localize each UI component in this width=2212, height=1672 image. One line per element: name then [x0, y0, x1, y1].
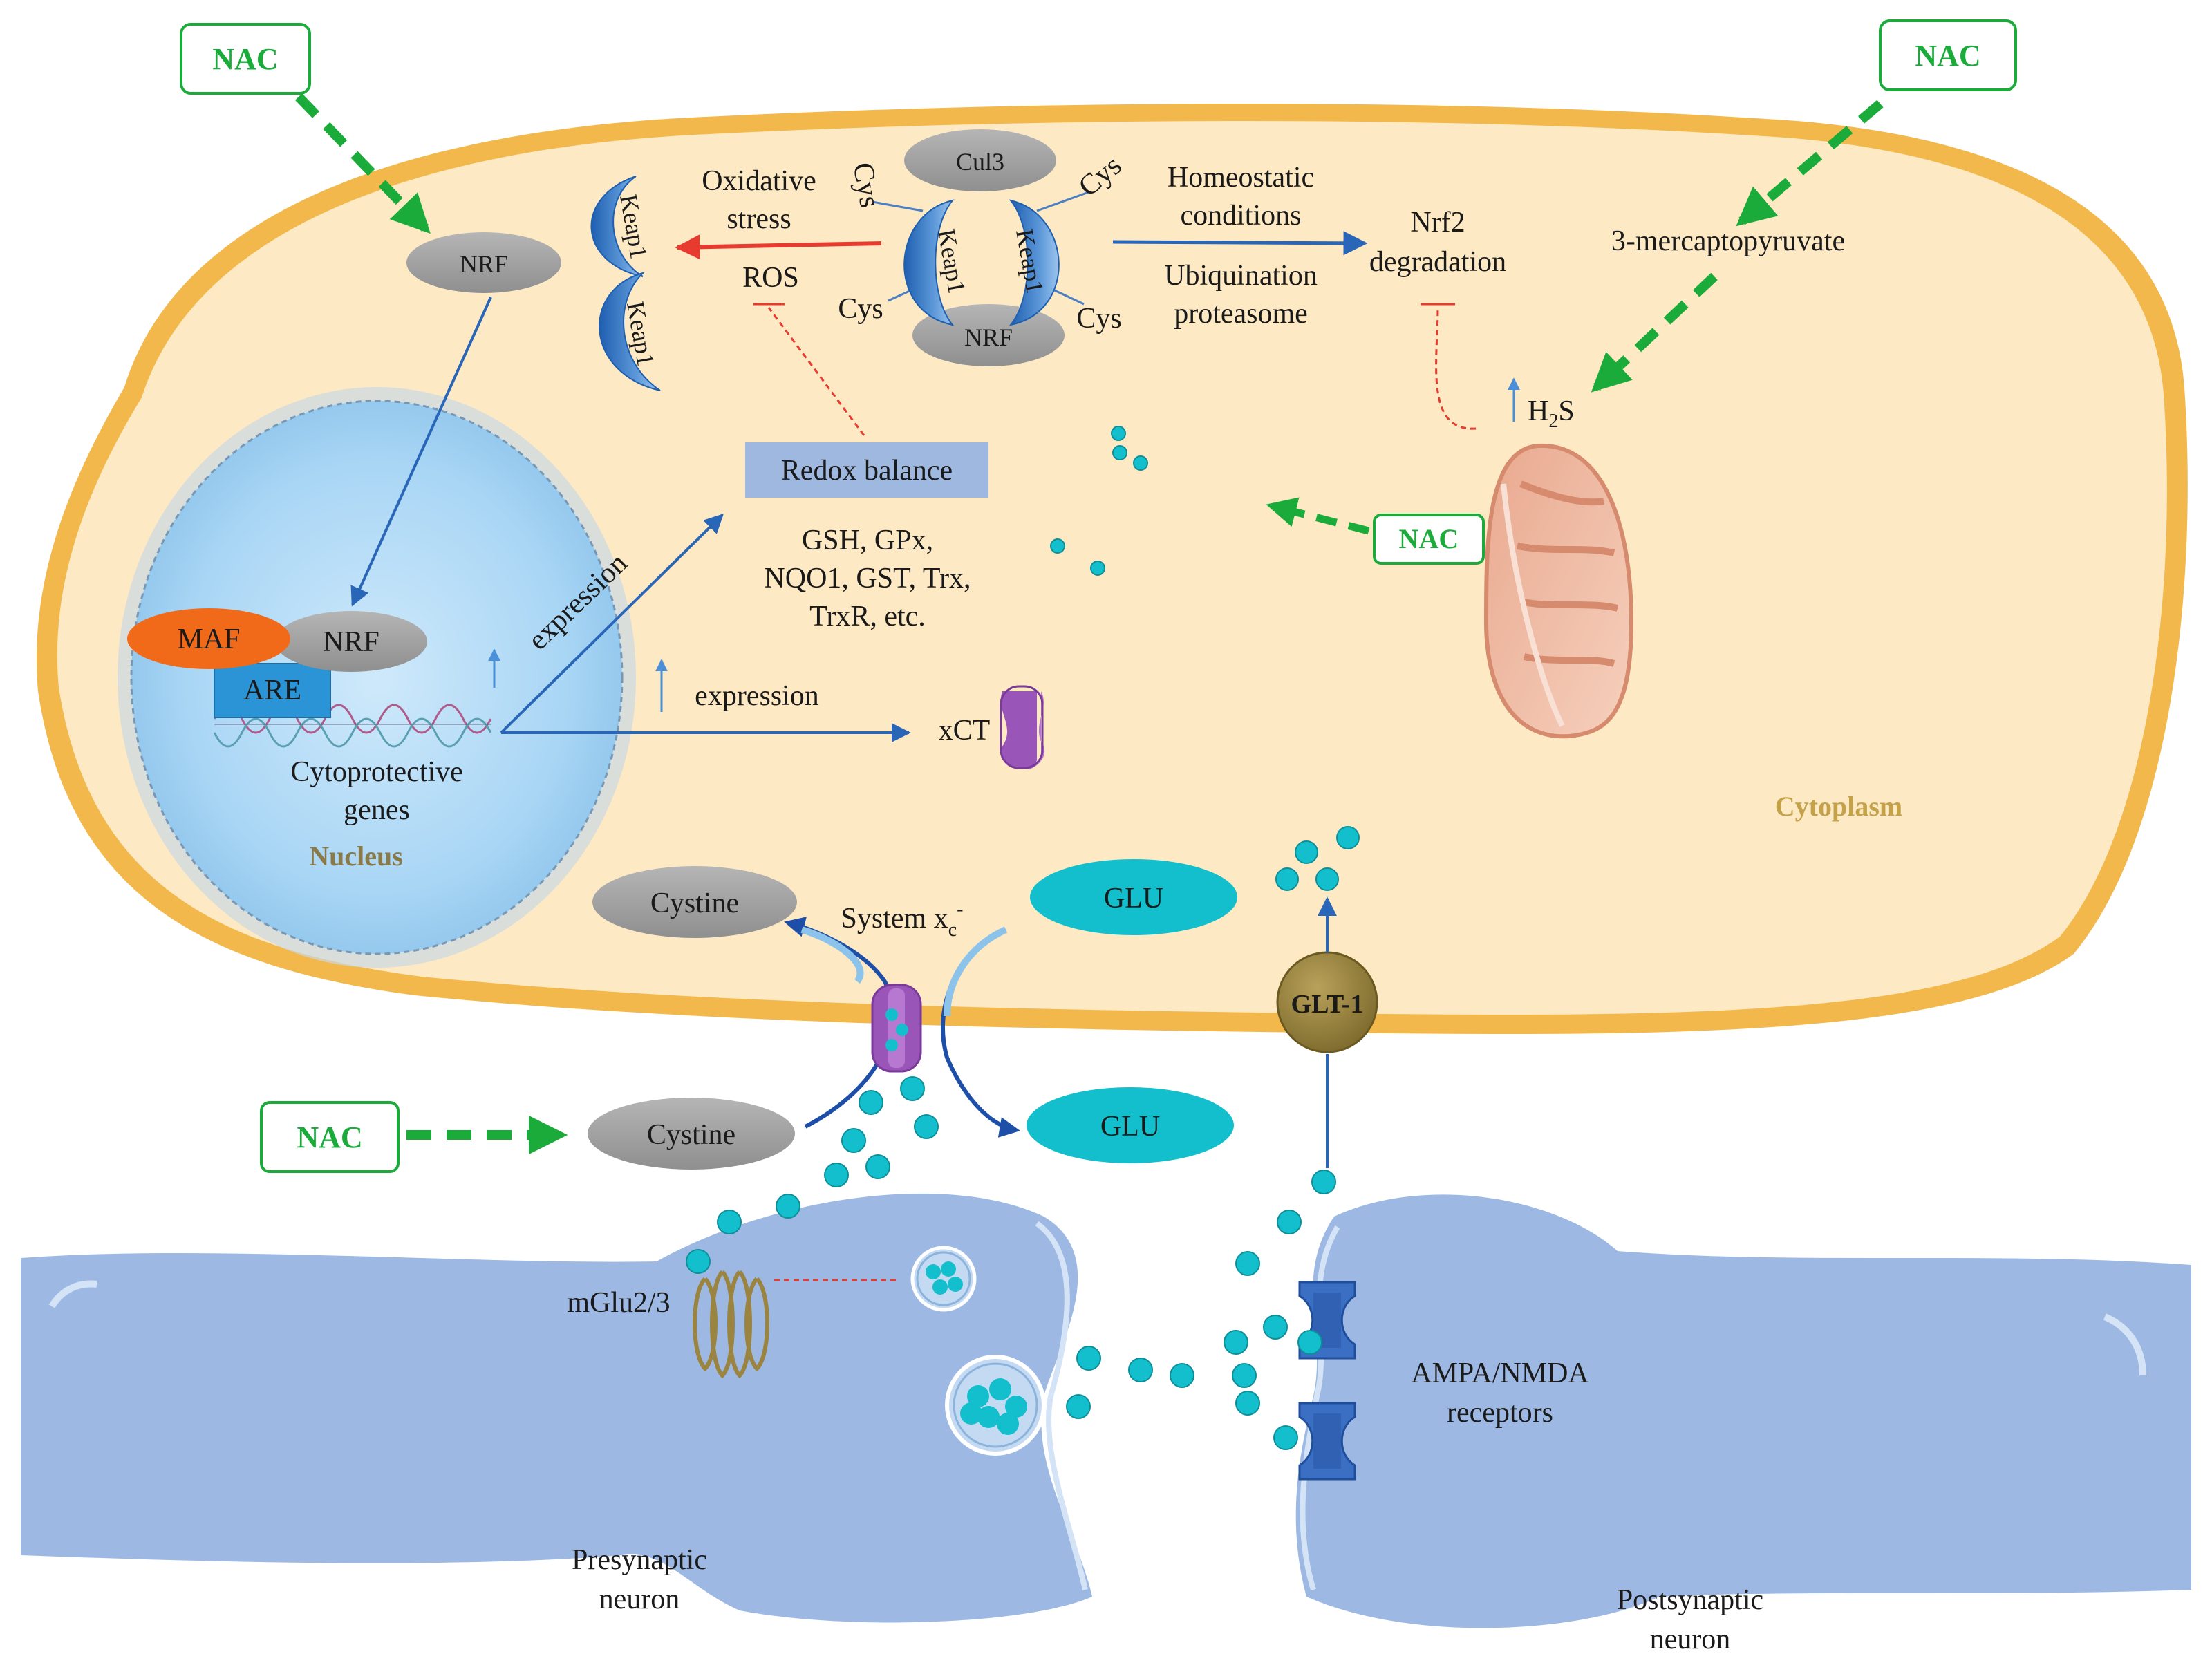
are-box — [214, 663, 331, 718]
cytoprotective-genes-line1: Cytoprotective — [290, 756, 463, 788]
redox-enzymes-line2: NQO1, GST, Trx, — [764, 563, 971, 594]
expression-arrow-diagonal — [500, 514, 724, 734]
oxidative-stress-arrow — [675, 234, 882, 260]
vesicle-large — [945, 1355, 1046, 1456]
nucleus-label: Nucleus — [309, 840, 403, 872]
maf-label: MAF — [177, 623, 240, 655]
cul3-oval — [904, 129, 1056, 191]
homeostatic-line2: conditions — [1181, 200, 1302, 232]
are-label: ARE — [243, 675, 301, 706]
nac-box-top-left — [180, 23, 311, 95]
nac-arrow-to-mercaptopyruvate — [1736, 100, 1884, 227]
cystine-intracellular-label: Cystine — [650, 887, 739, 919]
keap1-left-bound — [903, 199, 955, 326]
cul3-label: Cul3 — [956, 148, 1004, 176]
mercaptopyruvate-label: 3-mercaptopyruvate — [1611, 225, 1845, 257]
ampa-nmda-receptor-2 — [1298, 1402, 1356, 1481]
postsynaptic-line2: neuron — [1650, 1624, 1731, 1655]
nrf-complex-label: NRF — [964, 323, 1013, 351]
mglu-label: mGlu2/3 — [567, 1287, 670, 1319]
system-xc-label: System xc- — [841, 899, 964, 941]
nrf2-degradation-line2: degradation — [1369, 246, 1506, 278]
nac-box-top-right — [1879, 19, 2017, 91]
oxidative-stress-line2: stress — [727, 203, 791, 235]
nrf-cytoplasm-label: NRF — [460, 250, 508, 278]
ubiquination-line1: Ubiquination — [1164, 260, 1318, 292]
nac-label-bottom: NAC — [297, 1120, 362, 1154]
cystine-extracellular-label: Cystine — [647, 1119, 735, 1151]
ubiquination-line2: proteasome — [1174, 298, 1308, 330]
maf-oval — [127, 608, 290, 669]
postsynaptic-line1: Postsynaptic — [1617, 1584, 1763, 1616]
cytoprotective-genes-line2: genes — [344, 794, 410, 826]
redox-balance-label: Redox balance — [781, 455, 953, 487]
glt1-label: GLT-1 — [1291, 990, 1364, 1019]
ampa-nmda-line2: receptors — [1447, 1397, 1553, 1429]
ros-label: ROS — [742, 262, 799, 294]
keap1-free-bottom — [599, 272, 661, 391]
homeostatic-line1: Homeostatic — [1168, 162, 1314, 194]
vesicle-small — [910, 1246, 977, 1312]
nac-mid-arrow — [1266, 497, 1370, 535]
system-xc-transporter — [871, 984, 922, 1073]
nac-box-bottom — [260, 1101, 400, 1173]
mercaptopyruvate-to-h2s-arrow — [1591, 272, 1718, 393]
presynaptic-line2: neuron — [599, 1584, 680, 1615]
glu-extracellular — [1027, 1087, 1234, 1163]
nrf-bound-label: NRF — [323, 626, 379, 658]
cytoplasm-label: Cytoplasm — [1775, 791, 1902, 822]
redox-enzymes-line1: GSH, GPx, — [802, 525, 933, 556]
nac-box-mid — [1373, 514, 1485, 565]
redox-enzymes-line3: TrxR, etc. — [809, 601, 926, 632]
presynaptic-membrane-highlight — [1035, 1221, 1088, 1590]
redox-balance-box — [745, 442, 988, 498]
cys-label-bottom-right: Cys — [1076, 303, 1121, 335]
mglu-receptor — [693, 1270, 769, 1379]
oxidative-stress-line1: Oxidative — [702, 165, 816, 197]
nac-label-top-left: NAC — [212, 42, 278, 76]
cystine-intracellular — [592, 866, 797, 938]
cystine-extracellular — [588, 1098, 795, 1170]
keap1-free-top — [590, 176, 644, 277]
nrf-bound — [275, 611, 427, 672]
glu-export-curve-light — [944, 926, 1008, 1017]
postsynaptic-highlight-right — [2103, 1313, 2146, 1376]
xct-transporter — [1000, 685, 1045, 769]
mitochondrion — [1483, 443, 1634, 739]
h2s-inhibits-degradation — [1435, 307, 1477, 430]
nrf-translocation-arrow — [350, 297, 492, 607]
presynaptic-highlight-left — [48, 1280, 97, 1308]
glu-extracellular-label: GLU — [1100, 1111, 1160, 1143]
mglu-bound-glutamate — [686, 1249, 711, 1274]
expression-label-horizontal: expression — [695, 680, 819, 712]
presynaptic-line1: Presynaptic — [572, 1544, 707, 1576]
redox-inhibits-ros — [767, 307, 865, 436]
postsynaptic-neuron — [1295, 1194, 2191, 1628]
nucleus — [130, 400, 624, 955]
cytoplasm-dots — [1050, 426, 1148, 576]
synaptic-glutamate-dots — [717, 1076, 1336, 1450]
h2s-label: H2S — [1528, 395, 1575, 432]
cystine-uptake-curve-light — [800, 926, 864, 984]
glu-intracellular-label: GLU — [1104, 883, 1163, 914]
nac-label-mid: NAC — [1399, 523, 1459, 554]
degradation-arrow — [1112, 231, 1368, 256]
cys-label-bottom-left: Cys — [838, 293, 883, 325]
nac-label-top-right: NAC — [1915, 39, 1980, 73]
nac-arrow-to-nrf — [294, 93, 431, 234]
cys-label-top-left: Cys — [846, 160, 885, 210]
nrf2-degradation-line1: Nrf2 — [1410, 207, 1465, 238]
presynaptic-neuron — [21, 1193, 1092, 1623]
glu-intracellular — [1030, 859, 1237, 935]
keap1-right-bound — [1009, 199, 1060, 326]
nrf-cytoplasm — [406, 232, 561, 293]
ampa-nmda-line1: AMPA/NMDA — [1411, 1358, 1589, 1389]
glt1-intracellular-dots — [1275, 826, 1360, 891]
dna-helix — [213, 704, 492, 748]
xct-label: xCT — [939, 715, 991, 746]
